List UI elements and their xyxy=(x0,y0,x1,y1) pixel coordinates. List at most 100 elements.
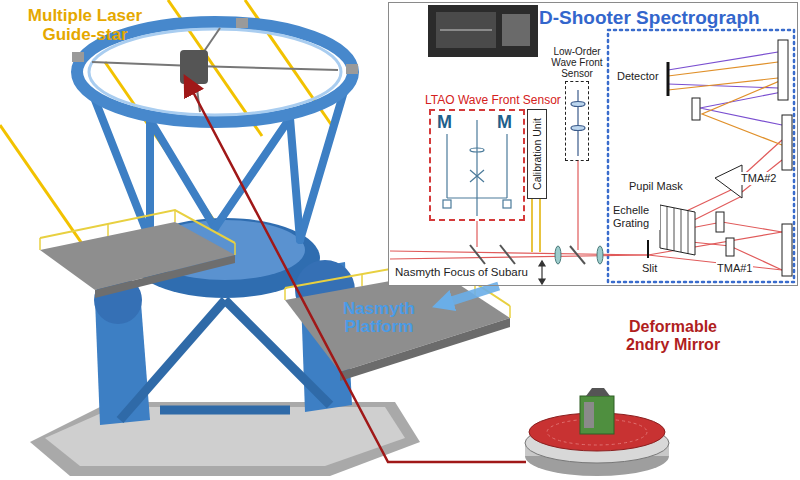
spider-vane xyxy=(92,62,194,66)
optical-path xyxy=(506,134,507,198)
railing-post xyxy=(361,274,363,286)
part-label: TMA#1 xyxy=(716,262,753,275)
light-beam xyxy=(668,52,782,125)
box-heading: Low-Order Wave Front Sensor xyxy=(549,46,605,79)
inset-panel xyxy=(388,2,798,286)
mount-leg xyxy=(160,406,290,415)
grating-line xyxy=(667,206,668,249)
calibration-ray xyxy=(539,196,541,252)
optical-path xyxy=(470,170,484,182)
optical-path xyxy=(470,170,484,182)
mirror-symbol: M xyxy=(497,113,512,131)
railing-post xyxy=(234,243,236,255)
unit-box: Calibration Unit xyxy=(527,109,547,199)
lowfs-optics xyxy=(571,90,585,156)
mount-legs xyxy=(120,300,330,420)
mirror-hub xyxy=(580,396,614,434)
part-label: Nasmyth Focus of Subaru xyxy=(394,266,529,279)
ring-attachment xyxy=(72,52,84,62)
mirror xyxy=(716,212,724,232)
railing-post xyxy=(174,210,176,222)
spectrograph-photo xyxy=(502,14,530,46)
part-label: Detector xyxy=(616,70,660,83)
mirror xyxy=(778,40,788,100)
part-label: Echelle Grating xyxy=(612,204,660,230)
mirror-hub-top xyxy=(586,388,610,396)
optical-path xyxy=(476,120,477,216)
inset-panel: D-Shooter SpectrographLTAO Wave Front Se… xyxy=(388,2,798,286)
truss-member xyxy=(290,118,300,240)
spider xyxy=(92,28,338,112)
railing-post xyxy=(107,224,109,236)
light-ray xyxy=(648,255,782,270)
move-arrow xyxy=(539,279,545,284)
telescope-base-top xyxy=(45,407,405,466)
calibration-ray xyxy=(531,196,533,252)
lens xyxy=(597,246,603,264)
part-label: Slit xyxy=(641,262,658,275)
pupil-mask xyxy=(715,165,742,198)
mirror xyxy=(782,224,792,276)
spider-vane xyxy=(194,66,338,70)
ring-attachment xyxy=(236,18,248,28)
optical-path xyxy=(577,90,578,156)
mirror xyxy=(782,115,792,170)
part-label: TMA#2 xyxy=(740,172,777,185)
optical-path xyxy=(446,134,447,198)
spectrograph-photo xyxy=(436,12,496,48)
spectrograph-outline xyxy=(608,30,794,282)
box-label: Calibration Unit xyxy=(531,118,543,190)
wfs-camera xyxy=(503,200,511,208)
box-heading: LTAO Wave Front Sensor xyxy=(425,93,561,108)
ltao-optics xyxy=(443,120,511,216)
move-arrow xyxy=(539,261,545,284)
light-ray xyxy=(577,160,578,250)
lens xyxy=(555,246,561,264)
mirror xyxy=(692,98,700,120)
lens xyxy=(571,126,585,131)
connector-arrow xyxy=(447,286,498,302)
platform-label-area: Nasmyth Platform xyxy=(326,300,432,336)
secondary-unit xyxy=(180,50,208,84)
light-beam xyxy=(390,140,782,270)
light-ray xyxy=(476,221,477,247)
beam-splitter xyxy=(470,245,485,264)
light-ray xyxy=(668,62,778,76)
echelle-grating xyxy=(660,205,695,255)
part-label: Pupil Mask xyxy=(628,180,684,193)
slit xyxy=(647,240,649,258)
platform-label: Nasmyth Platform xyxy=(326,300,432,336)
grating-line xyxy=(674,208,675,251)
railing-posts xyxy=(40,210,235,255)
lens xyxy=(470,148,484,152)
platform-edge xyxy=(95,255,235,298)
beam-splitters xyxy=(470,245,585,264)
calibration-light xyxy=(532,196,540,252)
light-ray xyxy=(390,255,648,259)
mirror-hub xyxy=(584,402,594,428)
railing-post xyxy=(509,306,511,318)
panel-title: D-Shooter Spectrograph xyxy=(539,7,760,29)
railing xyxy=(40,210,235,243)
mirror-symbol: M xyxy=(437,113,452,131)
grating-line xyxy=(681,209,682,252)
grating-lines xyxy=(667,206,688,254)
detector xyxy=(667,62,670,96)
move-arrow xyxy=(539,261,545,266)
truss-member xyxy=(150,120,215,228)
optical-path xyxy=(447,197,507,198)
light-ray xyxy=(668,52,778,70)
callout-label: Multiple Laser Guide-star xyxy=(10,6,160,44)
light-ray xyxy=(668,78,778,90)
wfs-camera xyxy=(443,200,451,208)
sensor-box: Low-Order Wave Front Sensor xyxy=(565,81,589,161)
callout-label: Deformable 2ndry Mirror xyxy=(612,318,734,354)
grating-line xyxy=(688,211,689,254)
light-beam xyxy=(668,62,782,145)
spectrograph-photo xyxy=(428,5,538,57)
truss-member xyxy=(95,100,150,240)
light-ray xyxy=(390,251,648,255)
light-ray xyxy=(702,80,782,145)
